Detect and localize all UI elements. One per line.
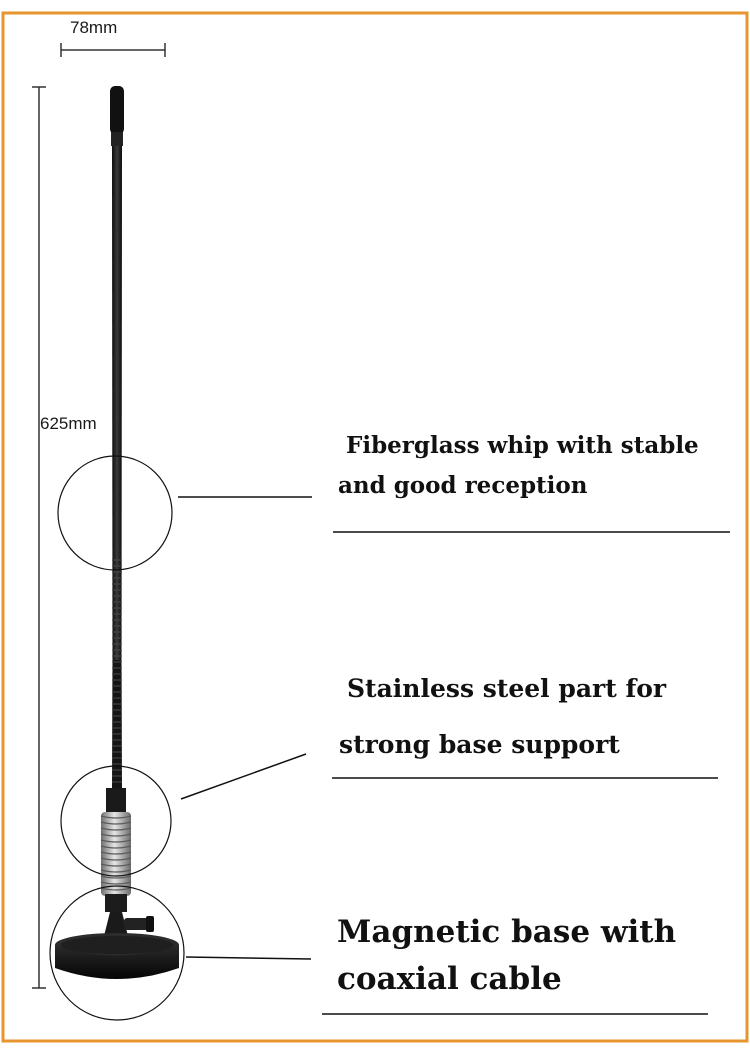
- height-label: 625mm: [40, 414, 97, 433]
- callout-circle-base: [49, 885, 185, 1021]
- leader-line-base: [185, 956, 312, 960]
- callout-whip-line-1: Fiberglass whip with stable: [346, 432, 699, 459]
- antenna-whip: [110, 86, 124, 790]
- callout-base-line-1: Magnetic base with: [337, 914, 677, 950]
- callout-spring-line-1: Stainless steel part for: [347, 674, 667, 703]
- callout-circle-spring: [60, 765, 172, 877]
- border-frame: [1, 11, 749, 1043]
- magnetic-base: [55, 894, 179, 979]
- width-label: 78mm: [70, 18, 118, 37]
- connector-collar: [106, 788, 126, 814]
- antenna-ridges: [112, 559, 122, 783]
- callout-base-line-2: coaxial cable: [337, 961, 562, 997]
- callout-circle-whip: [57, 455, 173, 571]
- width-dimension-marker: [60, 43, 166, 57]
- height-dimension-marker: [32, 86, 46, 989]
- callout-spring-line-2: strong base support: [339, 730, 620, 759]
- leader-line-spring: [180, 753, 307, 800]
- stainless-spring: [100, 812, 132, 896]
- callout-whip-line-2: and good reception: [338, 472, 588, 499]
